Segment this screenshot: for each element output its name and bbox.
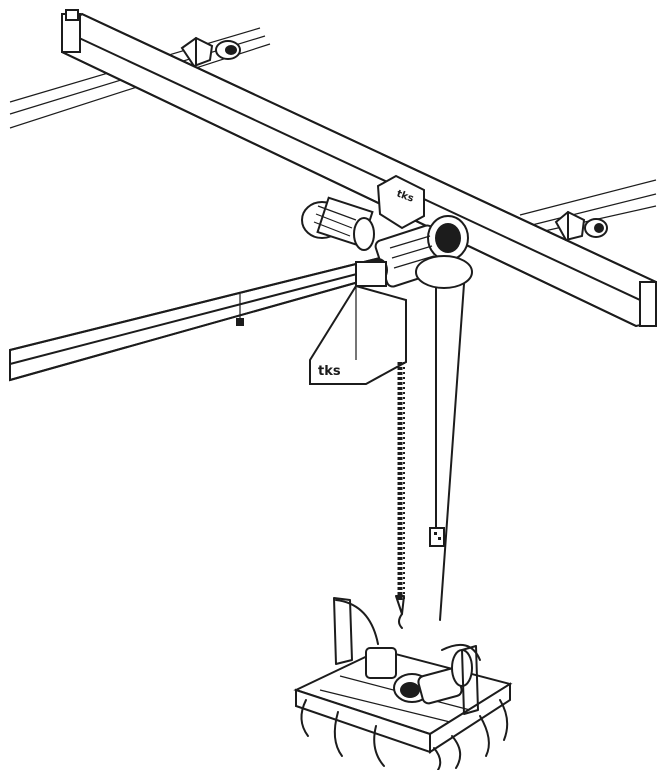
hoist-brand-label: tks bbox=[318, 364, 341, 379]
load-chain bbox=[397, 362, 405, 600]
grab-attachment bbox=[293, 597, 513, 770]
pendant-cable bbox=[429, 283, 465, 621]
hoist-trolley: tks bbox=[301, 174, 473, 289]
end-carriage-right bbox=[554, 210, 608, 242]
end-carriage-left bbox=[180, 36, 241, 68]
hook-block bbox=[395, 595, 405, 629]
bridge-girder bbox=[61, 9, 657, 328]
hoist-label-panel: tks bbox=[309, 284, 407, 385]
